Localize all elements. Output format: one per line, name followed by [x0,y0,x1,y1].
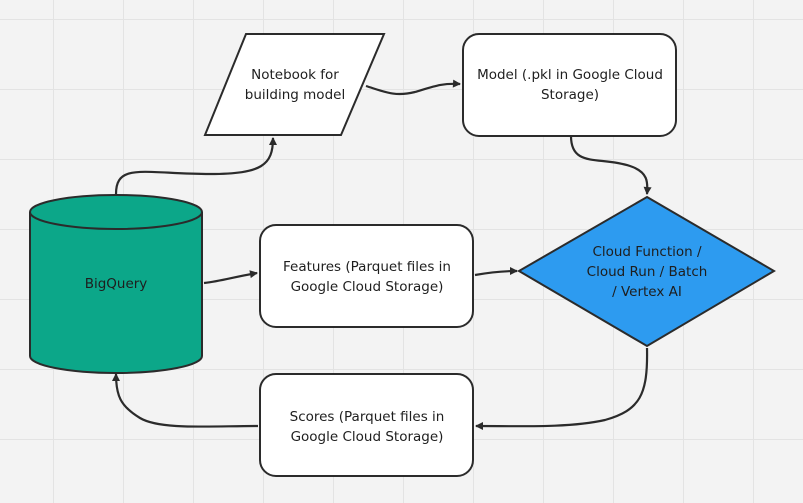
edge-scores-to-bigquery [112,373,259,428]
edge-notebook-to-model [365,79,461,96]
bigquery-label: BigQuery [84,276,148,292]
scores-node [259,373,474,477]
edge-bigquery-to-notebook [114,137,277,195]
model-label: Model (.pkl in Google Cloud Storage) [477,67,663,103]
edge-compute-to-scores [475,347,649,431]
bigquery-node [29,194,203,374]
compute-node [517,195,776,348]
model-node [462,33,677,137]
scores-label: Scores (Parquet files in Google Cloud St… [289,409,445,445]
edge-features-to-compute [474,267,518,277]
features-label: Features (Parquet files in Google Cloud … [283,259,451,295]
compute-label: Cloud Function / Cloud Run / Batch / Ver… [586,244,708,300]
edge-bigquery-to-features [203,270,258,285]
features-node [259,224,474,328]
notebook-node [203,33,386,136]
edge-model-to-compute [569,135,652,195]
notebook-label: Notebook for building model [244,67,346,103]
